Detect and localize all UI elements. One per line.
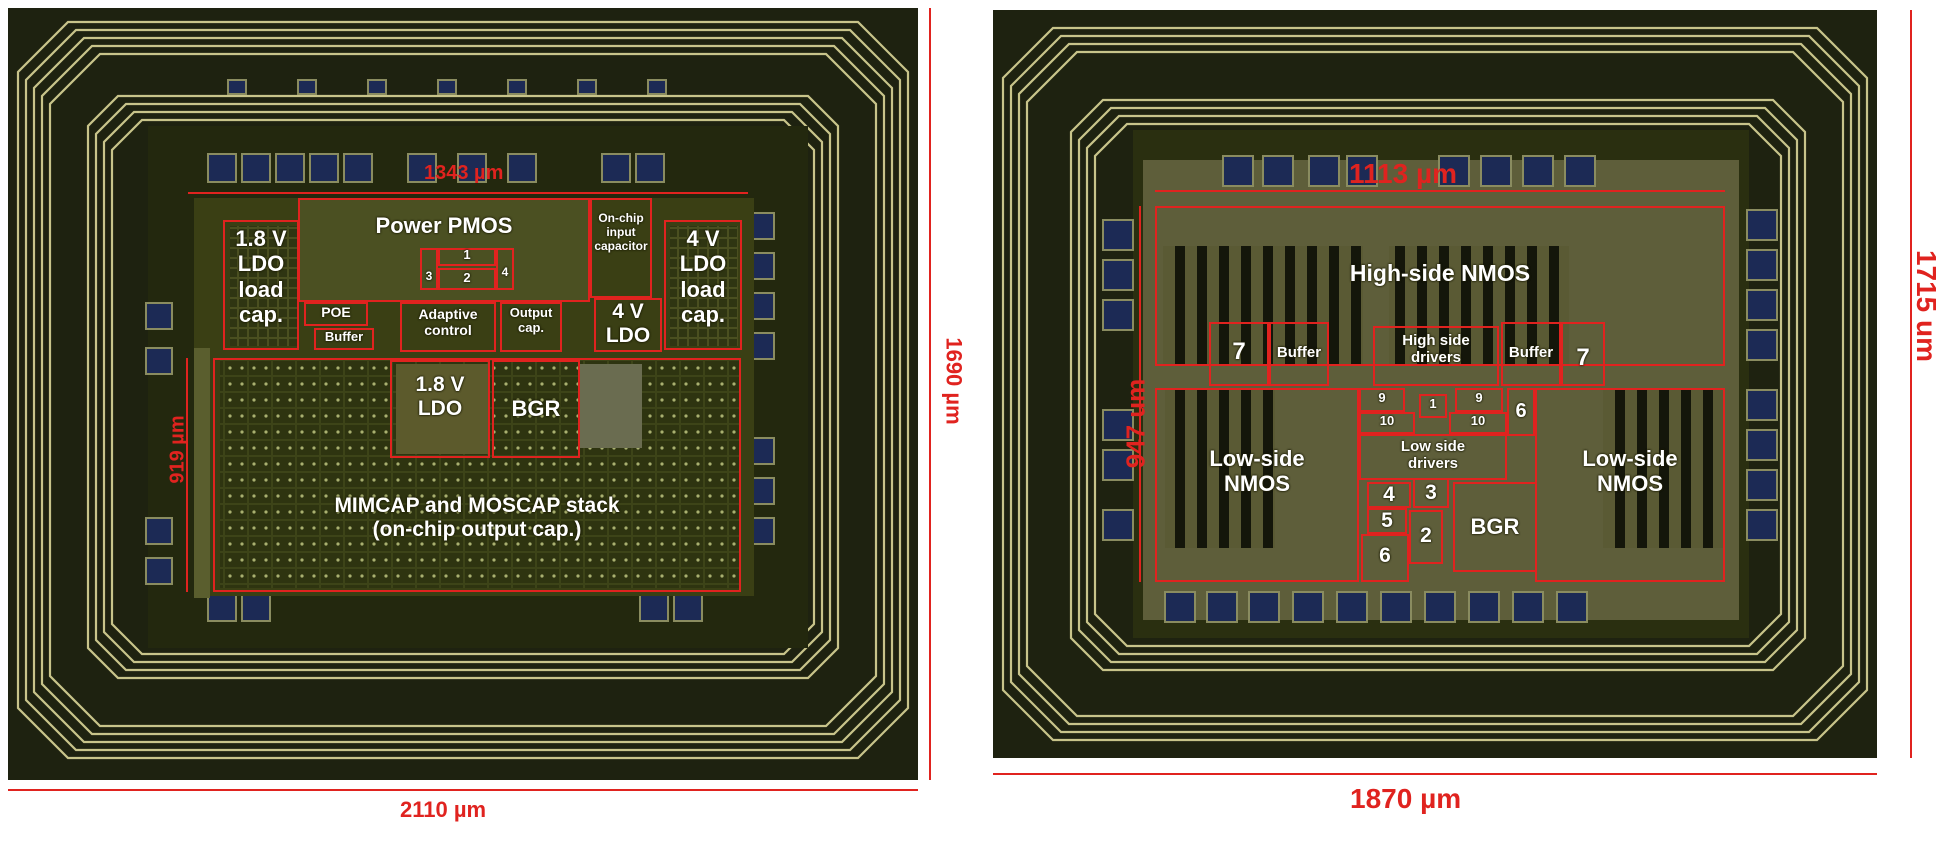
output-cap-small-block [500, 302, 562, 352]
sub-label-4: 4 [501, 265, 509, 279]
buffer-left-label: Buffer [1276, 344, 1322, 361]
label-5: 5 [1381, 509, 1393, 532]
sub-label-3: 3 [425, 269, 433, 283]
buffer-right-label: Buffer [1508, 344, 1554, 361]
left-die-photo: 1.8 V LDO load cap. Power PMOS 1 2 3 4 P… [8, 8, 918, 780]
ldo18-block [390, 360, 490, 458]
bgr-right-block [1453, 482, 1537, 572]
block-10-left [1359, 412, 1415, 434]
label-9-left: 9 [1378, 390, 1386, 405]
buffer-block [314, 328, 374, 350]
buffer-label: Buffer [324, 329, 364, 344]
block-7-left [1209, 322, 1269, 386]
low-side-nmos-left-label: Low-side NMOS [1209, 446, 1305, 497]
sub-label-2: 2 [463, 270, 471, 285]
sub-block-3 [420, 248, 438, 290]
low-side-nmos-right-label: Low-side NMOS [1582, 446, 1678, 497]
right-core-width-arrow [1155, 190, 1725, 192]
label-10-right: 10 [1470, 413, 1486, 428]
ldo18-load-cap-label: 1.8 V LDO load cap. [235, 226, 287, 327]
ldo4-load-cap-block [664, 220, 742, 350]
low-side-drivers-label: Low side drivers [1400, 438, 1466, 473]
buffer-right-block [1501, 322, 1561, 386]
onchip-input-cap-block [590, 198, 652, 298]
adaptive-control-label: Adaptive control [418, 306, 478, 339]
left-core-height-label: 919 µm [166, 415, 189, 484]
block-6 [1361, 534, 1409, 582]
output-cap-small-label: Output cap. [509, 305, 553, 335]
label-7-left: 7 [1232, 338, 1246, 365]
label-3: 3 [1425, 481, 1437, 504]
label-7-right: 7 [1576, 344, 1590, 371]
left-core-height-arrow [186, 358, 188, 592]
buffer-left-block [1269, 322, 1329, 386]
left-die-width-arrow [8, 789, 918, 791]
bgr-left-label: BGR [511, 396, 561, 421]
right-die-height-arrow [1910, 10, 1912, 758]
power-pmos-label: Power PMOS [375, 213, 513, 238]
left-core-width-arrow [188, 192, 748, 194]
poe-label: POE [321, 304, 351, 320]
right-die-width-arrow [993, 773, 1877, 775]
high-side-drivers-label: High side drivers [1402, 332, 1470, 367]
sub-block-1 [438, 248, 496, 266]
adaptive-control-block [400, 302, 496, 352]
mimcap-stack-block [213, 358, 741, 592]
block-9-left [1359, 388, 1405, 412]
right-die-width-label: 1870 µm [1350, 783, 1462, 814]
sub-block-4 [496, 248, 514, 290]
block-7-right [1561, 322, 1605, 386]
high-side-drivers-block [1373, 326, 1499, 386]
left-die-background [8, 8, 918, 780]
label-4: 4 [1383, 483, 1395, 506]
label-2: 2 [1420, 524, 1432, 547]
left-core-width-label: 1343 µm [424, 162, 504, 184]
block-4 [1367, 482, 1411, 508]
left-die-height-arrow [929, 8, 931, 780]
right-core-width-label: 1113 µm [1349, 158, 1458, 189]
block-10-right [1449, 412, 1507, 434]
right-die-height-label: 1715 um [1911, 249, 1943, 363]
right-die-photo: High-side NMOS 7 Buffer High side driver… [993, 10, 1877, 758]
high-side-nmos-block [1155, 206, 1725, 366]
left-die-height-label: 1690 µm [941, 337, 967, 425]
block-5 [1367, 508, 1407, 534]
block-2 [1409, 510, 1443, 564]
block-9-right [1455, 388, 1503, 412]
mimcap-stack-label: MIMCAP and MOSCAP stack (on-chip output … [334, 494, 620, 542]
sub-block-2 [438, 268, 496, 290]
ldo18-label: 1.8 V LDO [415, 373, 465, 421]
sub-label-1: 1 [463, 247, 471, 262]
block-3 [1413, 478, 1449, 508]
label-10-left: 10 [1379, 413, 1395, 428]
ldo4-block [594, 298, 662, 352]
block-6-right [1507, 388, 1535, 436]
high-side-nmos-label: High-side NMOS [1349, 260, 1531, 286]
label-1: 1 [1429, 396, 1437, 411]
onchip-input-cap-label: On-chip input capacitor [594, 211, 648, 253]
ldo4-load-cap-label: 4 V LDO load cap. [679, 226, 727, 327]
power-pmos-block [298, 198, 590, 302]
label-9-right: 9 [1475, 390, 1483, 405]
bgr-right-label: BGR [1470, 514, 1520, 539]
label-6-right: 6 [1515, 400, 1527, 422]
bgr-left-block [492, 360, 580, 458]
right-core-height-label: 947 um [1120, 378, 1151, 469]
ldo4-label: 4 V LDO [605, 300, 651, 348]
block-1 [1419, 394, 1447, 418]
poe-block [304, 302, 368, 326]
right-core-height-arrow [1139, 206, 1141, 582]
low-side-nmos-left-block [1155, 388, 1359, 582]
left-die-width-label: 2110 µm [400, 797, 487, 822]
label-6: 6 [1379, 544, 1391, 567]
